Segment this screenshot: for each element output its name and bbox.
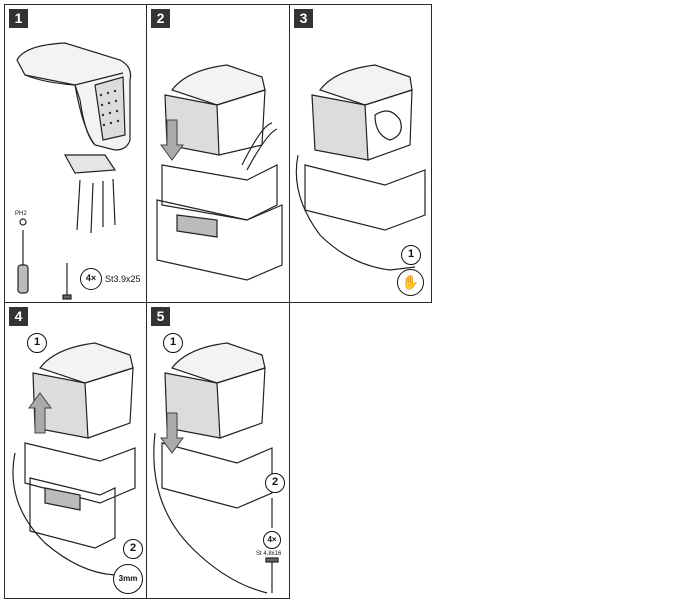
screw-spec: St 4,8x16 xyxy=(256,551,282,557)
armrest-assembled-illustration xyxy=(295,64,426,271)
panel-5: 5 1 2 4× St 4,8x16 xyxy=(146,302,290,599)
drill-icon: 3mm xyxy=(113,564,143,594)
screwdriver-tag: PH2 xyxy=(15,211,27,217)
quantity-badge: 4× xyxy=(80,268,102,290)
step-marker-1: 1 xyxy=(163,333,183,353)
armrest-mounting-illustration xyxy=(16,42,132,300)
panel-2: 2 xyxy=(146,4,290,303)
panel-3: 3 1 ✋ xyxy=(289,4,432,303)
drill-size-label: 3mm xyxy=(118,574,138,583)
step-marker-2: 2 xyxy=(123,539,143,559)
press-hand-icon: ✋ xyxy=(397,269,424,296)
panel-1: 1 PH xyxy=(4,4,147,303)
step-number: 3 xyxy=(294,9,313,28)
panel-4: 4 1 2 3mm xyxy=(4,302,147,599)
step-number: 5 xyxy=(151,307,170,326)
armrest-final-fix-illustration xyxy=(153,342,279,594)
armrest-removal-illustration xyxy=(12,342,136,576)
step-number: 2 xyxy=(151,9,170,28)
step-number: 4 xyxy=(9,307,28,326)
armrest-insertion-illustration xyxy=(156,64,283,281)
screw-spec: St3.9x25 xyxy=(105,274,141,284)
step-marker-1: 1 xyxy=(27,333,47,353)
step-marker-2: 2 xyxy=(265,473,285,493)
step-marker-1: 1 xyxy=(401,245,421,265)
step-number: 1 xyxy=(9,9,28,28)
quantity-badge: 4× xyxy=(263,531,281,549)
